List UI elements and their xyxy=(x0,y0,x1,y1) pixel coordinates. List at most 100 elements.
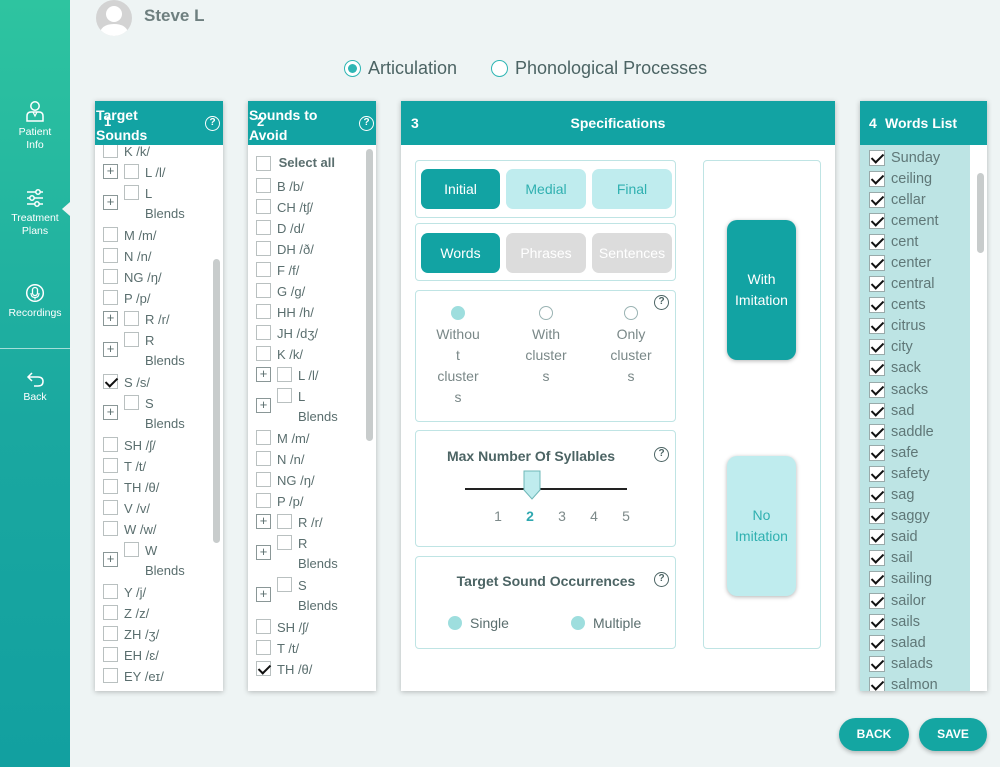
sound-item[interactable]: ZH /ʒ/ xyxy=(103,624,211,645)
sound-item[interactable]: TH /θ/ xyxy=(103,477,211,498)
checkbox[interactable] xyxy=(103,626,118,641)
word-item[interactable]: sad xyxy=(869,400,969,421)
word-item[interactable]: sacks xyxy=(869,379,969,400)
word-item[interactable]: salads xyxy=(869,653,969,674)
sound-item[interactable]: P /p/ xyxy=(256,491,364,512)
checkbox[interactable] xyxy=(103,647,118,662)
checkbox[interactable] xyxy=(256,199,271,214)
single-occurrence-radio[interactable]: Single xyxy=(448,615,509,631)
checkbox[interactable] xyxy=(256,493,271,508)
sound-item[interactable]: TH /θ/ xyxy=(256,659,364,680)
mode-articulation-radio[interactable]: Articulation xyxy=(344,58,457,79)
sound-item[interactable]: N /n/ xyxy=(103,246,211,267)
checkbox[interactable] xyxy=(124,332,139,347)
checkbox[interactable] xyxy=(103,584,118,599)
checkbox[interactable] xyxy=(256,156,271,172)
unit-sentences-button[interactable]: Sentences xyxy=(592,233,672,273)
checkbox[interactable] xyxy=(869,360,885,377)
checkbox[interactable] xyxy=(869,634,885,651)
expand-icon[interactable]: + xyxy=(103,552,118,567)
expand-icon[interactable]: + xyxy=(256,367,271,382)
sound-item[interactable]: W /w/ xyxy=(103,519,211,540)
expand-icon[interactable]: + xyxy=(256,398,271,413)
help-icon[interactable]: ? xyxy=(654,447,669,462)
word-item[interactable]: salad xyxy=(869,632,969,653)
checkbox[interactable] xyxy=(869,465,885,482)
word-item[interactable]: citrus xyxy=(869,316,969,337)
sound-item[interactable]: P /p/ xyxy=(103,288,211,309)
sound-item[interactable]: NG /ŋ/ xyxy=(103,267,211,288)
sound-item[interactable]: SH /ʃ/ xyxy=(256,617,364,638)
expand-icon[interactable]: + xyxy=(103,164,118,179)
checkbox[interactable] xyxy=(124,164,139,179)
sound-item[interactable]: SH /ʃ/ xyxy=(103,435,211,456)
word-item[interactable]: cellar xyxy=(869,189,969,210)
sound-item[interactable]: G /g/ xyxy=(256,281,364,302)
checkbox[interactable] xyxy=(869,655,885,672)
word-item[interactable]: sail xyxy=(869,548,969,569)
checkbox[interactable] xyxy=(256,325,271,340)
mode-phonological-radio[interactable]: Phonological Processes xyxy=(491,58,707,79)
checkbox[interactable] xyxy=(103,437,118,452)
checkbox[interactable] xyxy=(277,535,292,550)
word-item[interactable]: ceiling xyxy=(869,168,969,189)
help-icon[interactable]: ? xyxy=(359,116,374,131)
position-final-button[interactable]: Final xyxy=(592,169,672,209)
sound-item[interactable]: +R /r/ xyxy=(103,309,211,330)
checkbox[interactable] xyxy=(256,283,271,298)
nav-treatment-plans[interactable]: Treatment Plans xyxy=(0,188,70,238)
checkbox[interactable] xyxy=(256,661,271,676)
sound-item[interactable]: S /s/ xyxy=(103,372,211,393)
syllable-tick[interactable]: 2 xyxy=(526,508,534,524)
word-item[interactable]: saddle xyxy=(869,421,969,442)
checkbox[interactable] xyxy=(124,311,139,326)
checkbox[interactable] xyxy=(256,346,271,361)
checkbox[interactable] xyxy=(869,571,885,588)
sound-item[interactable]: N /n/ xyxy=(256,449,364,470)
scrollbar[interactable] xyxy=(213,259,220,543)
checkbox[interactable] xyxy=(869,276,885,293)
checkbox[interactable] xyxy=(869,508,885,525)
checkbox[interactable] xyxy=(869,212,885,229)
expand-icon[interactable]: + xyxy=(256,587,271,602)
sound-item[interactable]: D /d/ xyxy=(256,218,364,239)
nav-patient-info[interactable]: Patient Info xyxy=(0,100,70,152)
sound-item[interactable]: Z /z/ xyxy=(103,603,211,624)
unit-phrases-button[interactable]: Phrases xyxy=(506,233,586,273)
word-item[interactable]: sailing xyxy=(869,569,969,590)
checkbox[interactable] xyxy=(869,233,885,250)
sound-item[interactable]: V /v/ xyxy=(103,498,211,519)
checkbox[interactable] xyxy=(869,402,885,419)
checkbox[interactable] xyxy=(256,262,271,277)
position-medial-button[interactable]: Medial xyxy=(506,169,586,209)
sound-item[interactable]: +L /l/ xyxy=(103,162,211,183)
word-item[interactable]: city xyxy=(869,337,969,358)
checkbox[interactable] xyxy=(256,640,271,655)
expand-icon[interactable]: + xyxy=(103,342,118,357)
checkbox[interactable] xyxy=(103,479,118,494)
checkbox[interactable] xyxy=(869,318,885,335)
multiple-occurrence-radio[interactable]: Multiple xyxy=(571,615,641,631)
checkbox[interactable] xyxy=(256,304,271,319)
with-clusters-radio[interactable]: With cluster s xyxy=(516,306,576,387)
checkbox[interactable] xyxy=(869,423,885,440)
checkbox[interactable] xyxy=(103,668,118,683)
nav-recordings[interactable]: Recordings xyxy=(0,283,70,320)
checkbox[interactable] xyxy=(103,269,118,284)
checkbox[interactable] xyxy=(869,170,885,187)
checkbox[interactable] xyxy=(256,619,271,634)
checkbox[interactable] xyxy=(124,185,139,200)
checkbox[interactable] xyxy=(869,149,885,166)
position-initial-button[interactable]: Initial xyxy=(421,169,500,209)
sound-item[interactable]: HH /h/ xyxy=(256,302,364,323)
checkbox[interactable] xyxy=(869,676,885,691)
checkbox[interactable] xyxy=(869,613,885,630)
checkbox[interactable] xyxy=(869,255,885,272)
syllable-tick[interactable]: 4 xyxy=(590,508,598,524)
sound-item[interactable]: CH /tʃ/ xyxy=(256,197,364,218)
word-item[interactable]: salmon xyxy=(869,674,969,691)
